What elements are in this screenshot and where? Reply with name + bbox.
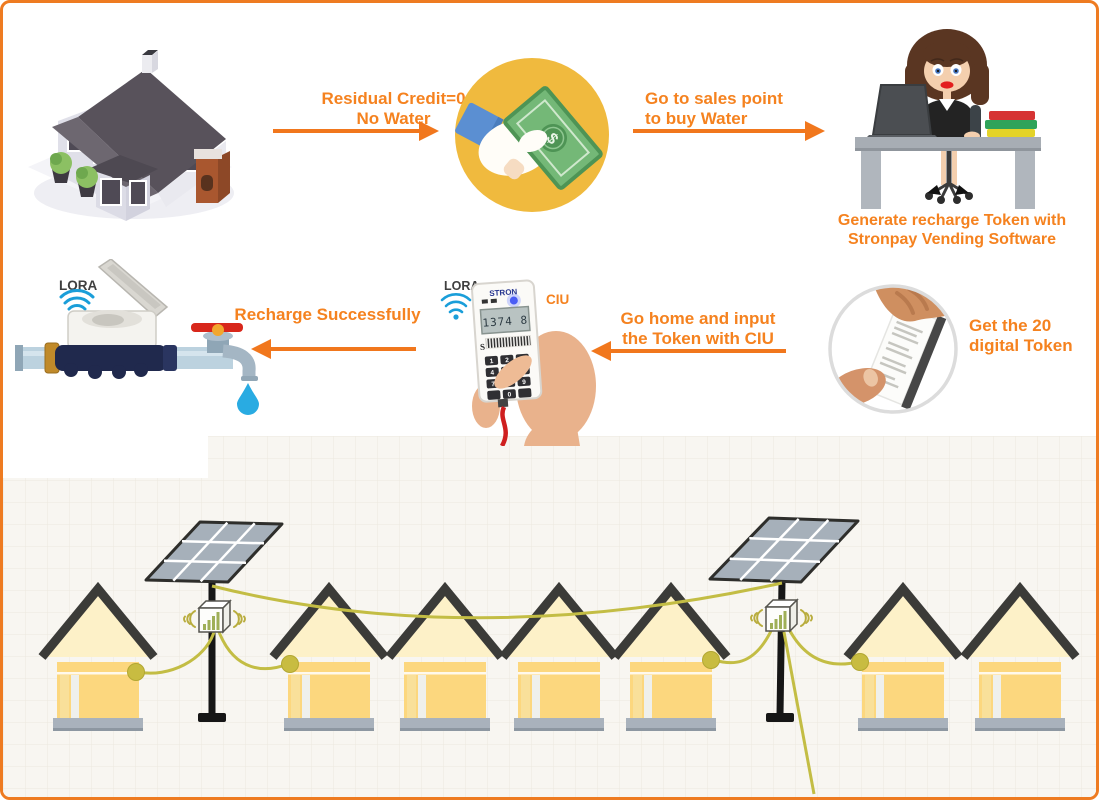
svg-text:9: 9 [522, 379, 526, 386]
outdoor-fireplace [194, 149, 230, 203]
water-meter-illustration: LORA [15, 259, 270, 434]
meter-node-dots [127, 651, 869, 681]
lcd-reading: 1374 8 [482, 314, 529, 330]
ciu-label: CIU [546, 292, 569, 307]
meter-lid-open [97, 259, 169, 318]
arrow-right-icon [633, 121, 825, 141]
get-token-label: Get the 20 digital Token [969, 316, 1073, 356]
arrow-left-icon [251, 339, 416, 359]
chimney [142, 50, 158, 73]
house-illustration [18, 17, 240, 229]
svg-text:4: 4 [490, 370, 494, 377]
meter-lora-label: LORA [59, 278, 97, 293]
uplink-wire [782, 631, 816, 795]
lcd-display [479, 305, 531, 335]
cable [499, 406, 508, 446]
s-logo: S [480, 342, 486, 352]
faucet [191, 323, 258, 381]
svg-text:0: 0 [507, 391, 511, 398]
ciu-lora-label: LORA [444, 279, 479, 293]
lora-network-wires [137, 581, 859, 795]
payment-money-illustration: $ [453, 56, 611, 214]
ciu-device-illustration: LORA CIU STRON 1374 8 S [428, 256, 643, 446]
step-label-no-water: Residual Credit=0 No Water [321, 89, 466, 129]
svg-text:7: 7 [491, 381, 495, 388]
vendor-illustration [851, 23, 1046, 211]
device-brand: STRON [489, 287, 518, 298]
led-indicator [509, 296, 518, 305]
meter-head [67, 310, 157, 350]
arrow-left-icon [591, 341, 786, 361]
shrubs [50, 152, 98, 197]
meter-body [55, 345, 177, 379]
svg-text:2: 2 [505, 357, 509, 364]
finger [494, 355, 532, 389]
desk [855, 137, 1041, 209]
recharge-label: Recharge Successfully [234, 305, 421, 324]
vendor-caption: Generate recharge Token with Stronpay Ve… [837, 212, 1067, 248]
arrow-right-icon [273, 121, 439, 141]
bay-window [88, 155, 158, 221]
chair-and-legs [925, 151, 973, 204]
token-receipt-illustration [823, 279, 963, 419]
banknote: $ [503, 86, 603, 190]
step-label-buy-water: Go to sales point to buy Water [645, 89, 783, 129]
backbone-wire [211, 581, 783, 620]
book-stack [985, 111, 1037, 137]
water-drop-icon [237, 383, 259, 415]
input-token-label: Go home and input the Token with CIU [620, 309, 776, 349]
svg-text:1: 1 [490, 358, 494, 365]
wifi-icon [440, 293, 472, 320]
lora-network-illustration [3, 436, 1096, 797]
solar-panel-icon [708, 516, 860, 584]
barcode [484, 334, 532, 349]
roof [78, 69, 226, 193]
